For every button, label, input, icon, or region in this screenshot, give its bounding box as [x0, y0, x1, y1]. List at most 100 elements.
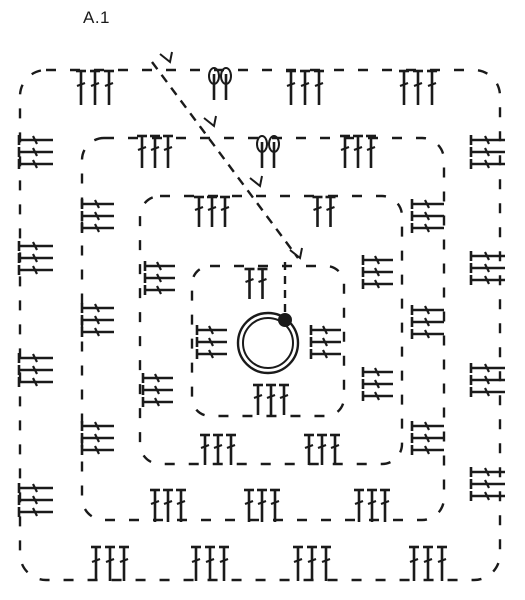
treble-bar [176, 499, 186, 506]
treble-bar [484, 375, 490, 385]
treble-bar [307, 557, 317, 564]
treble-bar [94, 199, 100, 209]
treble-bar [163, 499, 173, 506]
treble-bar [484, 159, 490, 169]
treble-bar [437, 557, 447, 564]
r3-right-2-trebles [410, 305, 444, 339]
r3-right-1-trebles [410, 199, 444, 233]
treble-bar [94, 433, 100, 443]
r3-bottom-2-trebles [244, 488, 280, 522]
treble-bar [32, 495, 38, 505]
r1-top-trebles [244, 267, 268, 299]
treble-bar [213, 443, 223, 450]
treble-bar [208, 325, 214, 335]
treble-bar [424, 199, 430, 209]
treble-bar [94, 315, 100, 325]
treble-bar [156, 285, 162, 295]
r2-top-left-trebles [194, 195, 230, 227]
treble-bar [322, 325, 328, 335]
treble-bar [156, 261, 162, 271]
r4-left-4-trebles [17, 483, 53, 517]
treble-bar [253, 393, 263, 400]
treble-bar [205, 557, 215, 564]
r2-right-1-trebles [361, 255, 393, 289]
r3-top-right-trebles [340, 134, 376, 168]
direction-arrow-4 [289, 247, 303, 260]
treble-bar [313, 205, 322, 212]
treble-bar [32, 147, 38, 157]
treble-bar [208, 349, 214, 359]
puff-loop [220, 67, 232, 85]
treble-bar [317, 443, 327, 450]
treble-bar [353, 145, 363, 152]
treble-bar [154, 373, 160, 383]
treble-bar [409, 557, 419, 564]
treble-bar [207, 205, 217, 212]
r4-bottom-3-trebles [293, 545, 331, 581]
treble-bar [424, 317, 430, 327]
r4-bottom-4-trebles [409, 545, 447, 581]
treble-bar [94, 327, 100, 337]
round-2-chains [138, 194, 404, 466]
r2-left-2-trebles [141, 373, 173, 407]
treble-bar [90, 81, 100, 88]
r3-bottom-1-trebles [150, 488, 186, 522]
treble-bar [245, 277, 254, 284]
r3-bottom-3-trebles [354, 488, 390, 522]
r1-left-trebles [195, 325, 227, 359]
r1-bottom-trebles [253, 383, 289, 415]
treble-bar [340, 145, 350, 152]
r3-top-left-trebles [137, 134, 173, 168]
direction-arrow-3 [249, 175, 263, 188]
treble-bar [194, 205, 204, 212]
treble-bar [266, 393, 276, 400]
treble-bar [380, 499, 390, 506]
treble-bar [154, 385, 160, 395]
treble-bar [293, 557, 303, 564]
treble-bar [32, 135, 38, 145]
treble-bar [314, 81, 324, 88]
puff-loop [208, 67, 220, 85]
treble-bar [94, 303, 100, 313]
treble-bar [366, 145, 376, 152]
treble-bar [208, 337, 214, 347]
treble-bar [91, 557, 101, 564]
treble-bar [484, 363, 490, 373]
treble-bar [322, 349, 328, 359]
treble-bar [32, 507, 38, 517]
r4-bottom-2-trebles [191, 545, 229, 581]
treble-bar [94, 421, 100, 431]
treble-bar [32, 159, 38, 169]
treble-bar [150, 499, 160, 506]
treble-bar [330, 443, 340, 450]
treble-bar [32, 483, 38, 493]
treble-bar [374, 279, 380, 289]
r4-right-4-trebles [469, 467, 505, 501]
r4-top-left-trebles [76, 69, 114, 105]
treble-bar [191, 557, 201, 564]
treble-bar [154, 397, 160, 407]
r4-right-2-trebles [469, 251, 505, 285]
arrow-chevron [159, 51, 173, 64]
treble-bar [484, 251, 490, 261]
treble-bar [163, 145, 173, 152]
treble-bar [32, 253, 38, 263]
treble-bar [156, 273, 162, 283]
treble-bar [94, 211, 100, 221]
treble-bar [484, 135, 490, 145]
direction-arrow-2 [203, 115, 217, 128]
treble-bar [424, 433, 430, 443]
direction-line [151, 61, 299, 259]
r2-right-2-trebles [361, 367, 393, 401]
treble-bar [244, 499, 254, 506]
r4-left-1-trebles [17, 135, 53, 169]
r4-top-mid-trebles [286, 69, 324, 105]
arrow-chevron [249, 175, 263, 188]
r2-bottom-left-trebles [200, 433, 236, 465]
r4-bottom-1-trebles [91, 545, 129, 581]
r4-left-3-trebles [17, 353, 53, 387]
treble-bar [226, 443, 236, 450]
treble-bar [424, 211, 430, 221]
r3-right-3-trebles [410, 421, 444, 455]
